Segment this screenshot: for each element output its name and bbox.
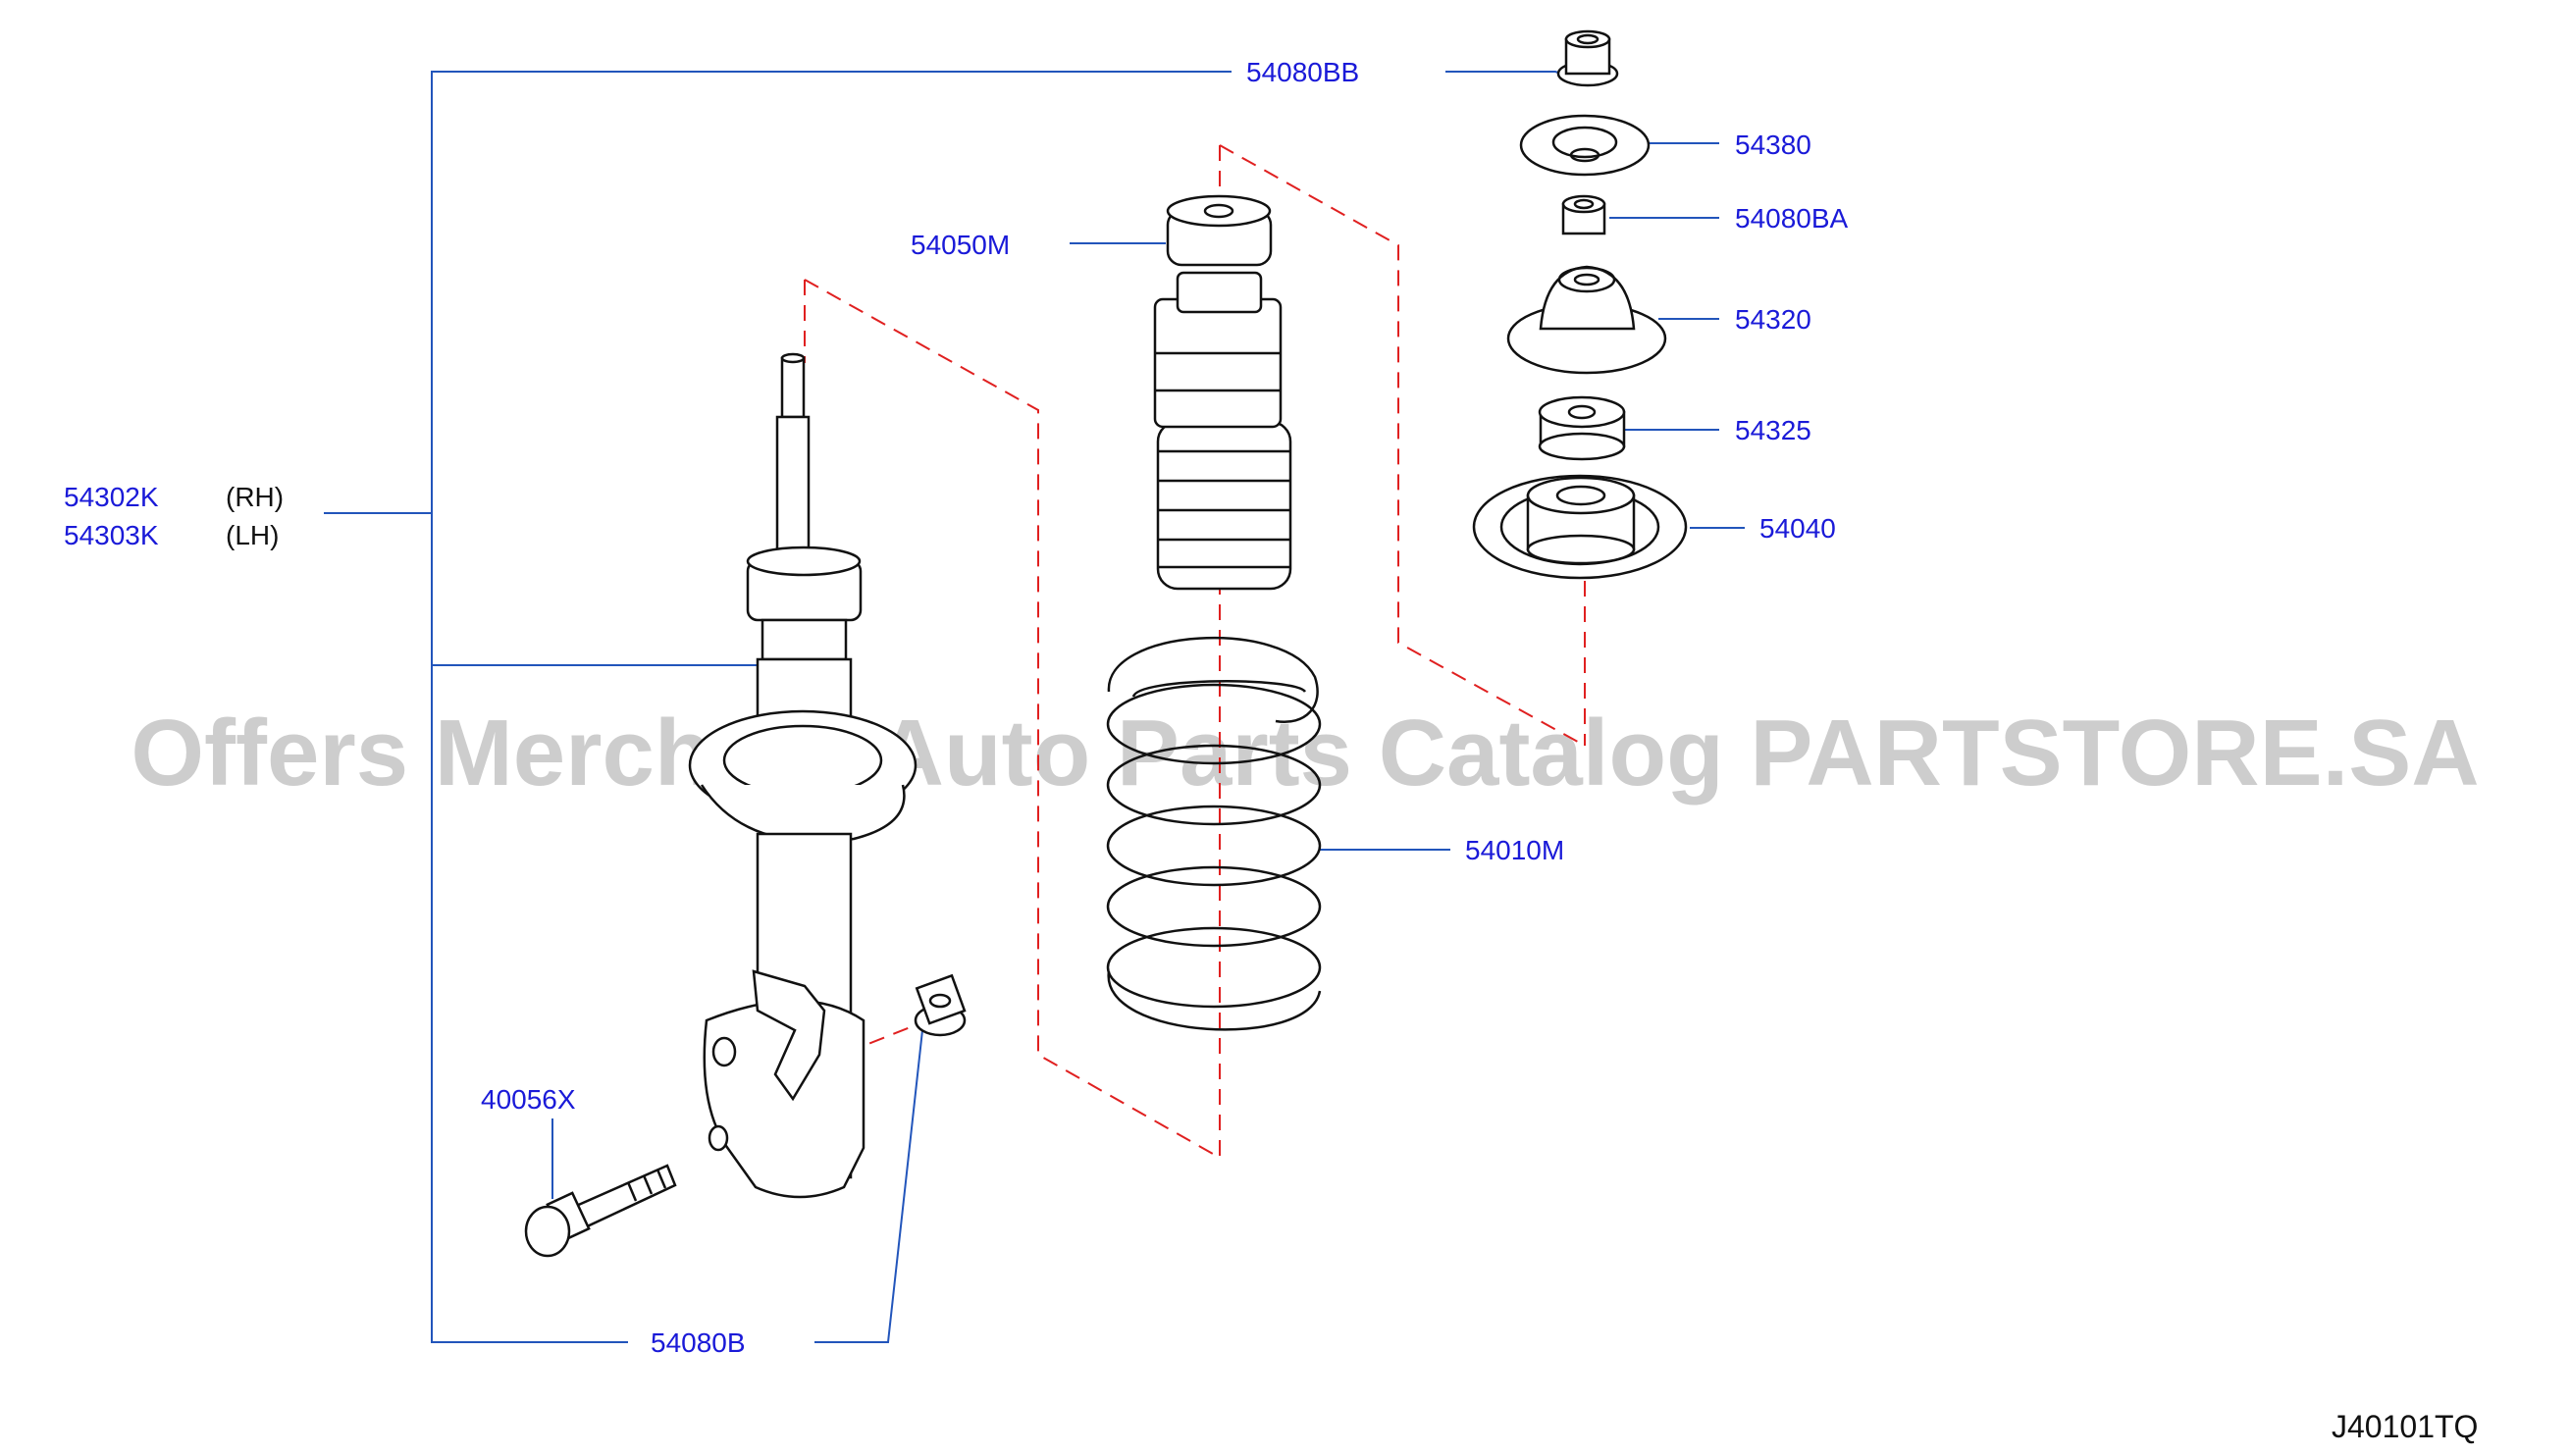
label-54050m: 54050M — [911, 230, 1010, 260]
label-54080b: 54080B — [651, 1327, 746, 1358]
coil-spring-icon — [1106, 636, 1322, 1031]
label-54302k: 54302K — [64, 482, 159, 512]
label-54040: 54040 — [1759, 513, 1836, 544]
label-54380: 54380 — [1735, 130, 1811, 160]
label-lh: (LH) — [226, 520, 279, 550]
bound-bumper-icon — [1153, 194, 1292, 591]
reference-code: J40101TQ — [2332, 1409, 2478, 1444]
spring-seat-upper-icon — [1472, 474, 1688, 580]
small-nut-icon — [1561, 194, 1606, 235]
bushing-icon — [1538, 395, 1626, 461]
label-54325: 54325 — [1735, 415, 1811, 445]
watermark-text: Offers Merchant Auto Parts Catalog PARTS… — [131, 701, 2479, 806]
flange-nut-lower-icon — [914, 973, 967, 1037]
strut-assembly-icon — [688, 352, 918, 1199]
label-54080ba: 54080BA — [1735, 203, 1849, 234]
label-40056x: 40056X — [481, 1084, 576, 1115]
label-54080bb: 54080BB — [1246, 57, 1359, 87]
label-54010m: 54010M — [1465, 835, 1564, 865]
label-54320: 54320 — [1735, 304, 1811, 335]
mount-insulator-icon — [1506, 265, 1667, 375]
part-labels: 54080BB 54380 54080BA 54320 54325 54040 … — [64, 57, 2478, 1444]
bolt-icon — [524, 1164, 677, 1258]
label-rh: (RH) — [226, 482, 284, 512]
flange-nut-top-icon — [1556, 29, 1619, 87]
label-54303k: 54303K — [64, 520, 159, 550]
washer-icon — [1519, 114, 1651, 177]
leader-lines — [324, 71, 1745, 1343]
